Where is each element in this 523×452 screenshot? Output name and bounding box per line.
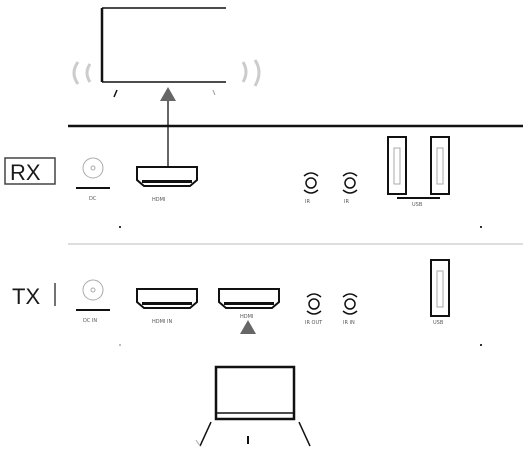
arrow-up-icon [160, 87, 176, 168]
dot [480, 226, 482, 228]
dot [119, 226, 121, 228]
wifi-signal-right-icon [241, 59, 261, 87]
rx-hdmi-label: HDMI [152, 197, 165, 203]
tx-hdmi-in-port-icon [136, 288, 198, 309]
dot [480, 344, 482, 346]
rx-ir-in-icon [342, 172, 358, 194]
tx-badge: TX [12, 283, 56, 309]
rx-ir-out-label: IR [305, 199, 310, 205]
dot [119, 344, 121, 346]
tx-usb-port-icon [430, 259, 450, 317]
tv-icon [100, 7, 226, 98]
rx-usb-port-icon [387, 136, 450, 199]
rx-badge: RX [4, 157, 56, 185]
rx-dc-jack-icon [76, 157, 110, 189]
tx-dc-jack-icon [76, 279, 110, 311]
arrow-up-icon [240, 320, 256, 334]
tx-usb-label: USB [433, 320, 444, 326]
tx-badge-text: TX [12, 284, 40, 309]
tx-hdmi-out-port-icon [218, 288, 280, 309]
laptop-icon [195, 365, 311, 447]
tx-ir-in-label: IR IN [343, 320, 355, 326]
wifi-signal-left-icon [72, 61, 92, 85]
rx-ir-in-label: IR [344, 199, 349, 205]
tx-hdmi-in-label: HDMI IN [152, 319, 172, 325]
rx-badge-text: RX [10, 160, 41, 185]
rx-ir-out-icon [303, 172, 319, 194]
tx-ir-out-label: IR OUT [305, 320, 323, 326]
tx-ir-out-icon [306, 293, 322, 315]
tx-hdmi-out-label: HDMI [240, 314, 253, 320]
tx-dc-label: DC IN [83, 318, 97, 324]
rx-usb-label: USB [412, 202, 423, 208]
tx-ir-in-icon [342, 293, 358, 315]
rx-hdmi-port-icon [136, 166, 198, 187]
rx-dc-label: DC [89, 196, 97, 202]
